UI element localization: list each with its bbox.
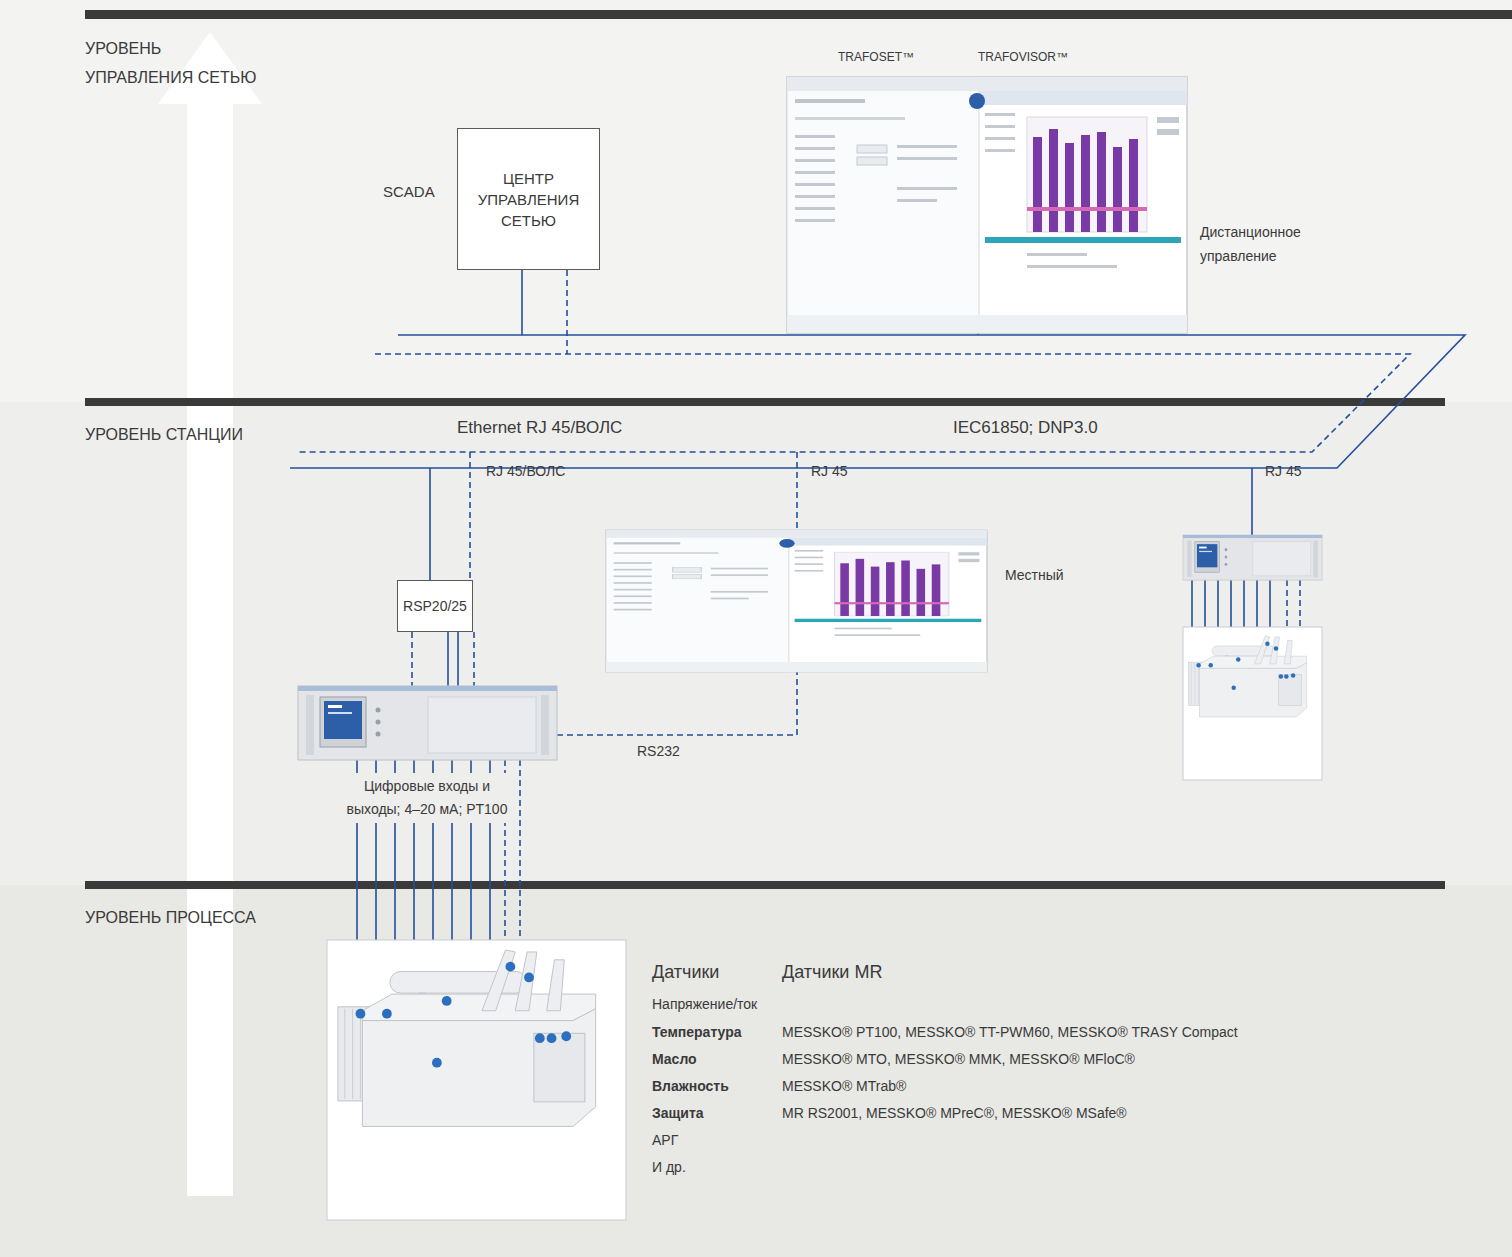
level-arrow bbox=[158, 32, 262, 1196]
local-screenshot bbox=[606, 530, 987, 672]
network-wire bbox=[457, 632, 459, 686]
table-cell: И др. bbox=[652, 1158, 686, 1176]
transformer-illustration bbox=[1188, 636, 1306, 717]
network-wire bbox=[1191, 580, 1193, 627]
table-cell: Напряжение/ток bbox=[652, 995, 757, 1013]
network-wire-dashed bbox=[297, 354, 1410, 452]
transformer-frame bbox=[327, 627, 1322, 1220]
port-label: RJ 45 bbox=[1265, 463, 1302, 480]
table-header: Датчики MR bbox=[782, 961, 882, 983]
box-text: RSP20/25 bbox=[403, 597, 467, 615]
sensor-models: Защита bbox=[652, 1104, 704, 1122]
signal-label: Цифровые входы и выходы; 4–20 мА; PT100 bbox=[341, 773, 513, 823]
network-wire bbox=[1230, 580, 1232, 627]
level-divider bbox=[85, 881, 1445, 889]
sensor-models: Масло bbox=[652, 1050, 697, 1068]
sensor-models: MESSKO® PT100, MESSKO® TT-PWM60, MESSKO®… bbox=[782, 1023, 1238, 1041]
network-wire bbox=[1204, 580, 1206, 627]
level-divider bbox=[85, 10, 1512, 19]
remote-screenshot bbox=[787, 77, 1187, 333]
network-wire-dashed bbox=[297, 270, 1410, 940]
network-label: Ethernet RJ 45/ВОЛС bbox=[457, 417, 622, 438]
port-label: RJ 45 bbox=[811, 463, 848, 480]
screen-caption: Дистанционное управление bbox=[1200, 220, 1320, 268]
screen-caption: Местный bbox=[1005, 567, 1064, 584]
transformer-illustration bbox=[338, 950, 596, 1126]
network-wire-dashed bbox=[469, 452, 471, 580]
sensor-models: Влажность bbox=[652, 1077, 729, 1095]
protocol-label: IEC61850; DNP3.0 bbox=[953, 417, 1098, 438]
network-wire-dashed bbox=[557, 672, 797, 735]
control-center-box: ЦЕНТР УПРАВЛЕНИЯ СЕТЬЮ bbox=[457, 128, 600, 270]
network-wire bbox=[1269, 580, 1271, 627]
software-name: TRAFOVISOR™ bbox=[978, 50, 1068, 65]
level-title: УРОВЕНЬ СТАНЦИИ bbox=[85, 425, 243, 445]
network-wire-dashed bbox=[473, 632, 475, 686]
network-wire bbox=[1251, 468, 1253, 535]
network-wire-dashed bbox=[519, 760, 521, 940]
sensor-models: MESSKO® MTrab® bbox=[782, 1077, 906, 1095]
network-wire bbox=[290, 335, 1465, 468]
network-wire bbox=[1217, 580, 1219, 627]
network-wire-dashed bbox=[796, 452, 798, 530]
transformer-frame bbox=[1183, 627, 1322, 780]
network-wire bbox=[1256, 580, 1258, 627]
network-wire-dashed bbox=[411, 632, 413, 686]
small-device-panel bbox=[1183, 535, 1322, 580]
main-device-panel bbox=[298, 686, 557, 760]
sensor-models: MR RS2001, MESSKO® MPreC®, MESSKO® MSafe… bbox=[782, 1104, 1127, 1122]
level-arrow bbox=[158, 32, 262, 104]
port-label: RS232 bbox=[637, 743, 680, 760]
table-header: Датчики bbox=[652, 961, 719, 983]
port-label: RJ 45/ВОЛС bbox=[486, 463, 565, 480]
level-title: УРОВЕНЬ УПРАВЛЕНИЯ СЕТЬЮ bbox=[85, 34, 269, 92]
network-wire bbox=[290, 270, 1465, 940]
network-wire-dashed bbox=[566, 270, 568, 354]
network-wire bbox=[1243, 580, 1245, 627]
system-label: SCADA bbox=[383, 183, 435, 201]
box-text: ЦЕНТР УПРАВЛЕНИЯ СЕТЬЮ bbox=[458, 168, 599, 231]
level-divider bbox=[85, 398, 1445, 406]
level-title: УРОВЕНЬ ПРОЦЕССА bbox=[85, 908, 256, 928]
level-divider bbox=[85, 10, 1512, 889]
table-cell: Температура bbox=[652, 1023, 742, 1041]
network-wire bbox=[447, 632, 449, 686]
level-arrow bbox=[187, 96, 233, 1196]
transformer-frame bbox=[327, 940, 626, 1220]
network-wire-dashed bbox=[1299, 580, 1301, 627]
network-wire-dashed bbox=[1286, 580, 1288, 627]
software-name: TRAFOSET™ bbox=[838, 50, 914, 65]
network-wire bbox=[429, 468, 431, 580]
network-wire bbox=[521, 270, 523, 335]
sensor-models: MESSKO® MTO, MESSKO® MMK, MESSKO® MFloC® bbox=[782, 1050, 1135, 1068]
process-box: RSP20/25 bbox=[397, 580, 473, 632]
sensor-models: АРГ bbox=[652, 1131, 678, 1149]
